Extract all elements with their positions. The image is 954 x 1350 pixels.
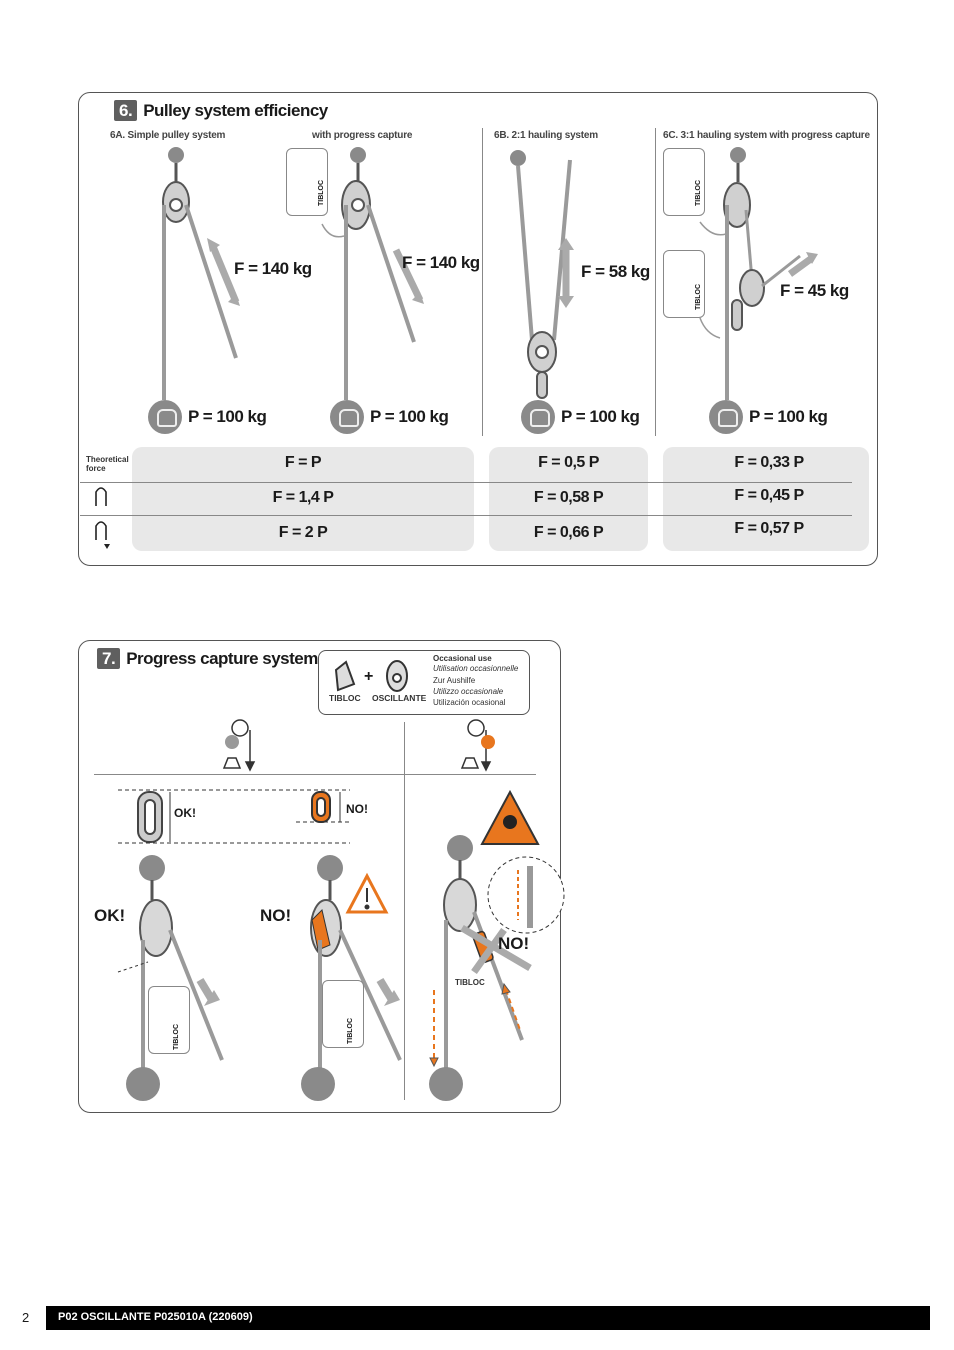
load-6a-text: P = 100 kg	[188, 407, 267, 426]
section-7-number: 7.	[97, 648, 121, 669]
pulley-6b	[510, 150, 574, 399]
oscillante-icon	[386, 660, 408, 692]
rope-friction-icon	[95, 487, 110, 549]
pulley-6c	[699, 147, 818, 400]
table-c-row1: F = 0,33 P	[734, 454, 804, 471]
subtitle-6a-progress: with progress capture	[312, 130, 413, 141]
danger-skull-icon	[480, 789, 540, 845]
legend-line-2: Utilisation occasionnelle	[433, 664, 519, 673]
table-c-row3: F = 0,57 P	[734, 520, 804, 537]
tibloc-card-6c-bottom	[663, 250, 705, 318]
load-6c-text: P = 100 kg	[749, 407, 828, 426]
no-label: NO!	[260, 906, 292, 925]
legend-tibloc: TIBLOC	[329, 693, 361, 703]
legend-line-3: Zur Aushilfe	[433, 676, 476, 685]
section-6-heading: Pulley system efficiency	[143, 100, 328, 120]
table-a-row1: F = P	[284, 454, 322, 471]
tibloc-card-6c-top	[663, 148, 705, 216]
table-col-b-bg	[489, 447, 648, 551]
tibloc-label-ok: TIBLOC	[173, 1023, 180, 1050]
force-6a-progress: F = 140 kg	[402, 253, 480, 272]
divider-6a-6b	[482, 128, 483, 436]
table-divider-1	[80, 482, 852, 483]
table-c-row2: F = 0,45 P	[734, 487, 804, 504]
rope-icons	[95, 487, 110, 549]
ok-pulley	[117, 855, 224, 1070]
table-col-a-bg	[132, 447, 474, 551]
tibloc-card-ok	[148, 986, 190, 1054]
load-weight-icon	[521, 400, 555, 434]
no-small-label: NO!	[346, 802, 368, 816]
pulley-6a-progress	[321, 147, 424, 400]
ok-small-label: OK!	[174, 806, 196, 820]
force-6a: F = 140 kg	[234, 259, 312, 278]
page-number: 2	[22, 1310, 30, 1325]
load-6b: P = 100 kg	[521, 400, 640, 434]
section-7-heading: Progress capture systems	[126, 648, 327, 668]
force-6b: F = 58 kg	[581, 262, 650, 281]
load-6a-progress: P = 100 kg	[330, 400, 449, 434]
subtitle-6a: 6A. Simple pulley system	[110, 130, 226, 141]
table-a-row3: F = 2 P	[278, 524, 328, 541]
pulley-6a	[162, 147, 240, 400]
load-6b-text: P = 100 kg	[561, 407, 640, 426]
legend-line-1: Occasional use	[433, 654, 492, 663]
pulley-illustrations	[162, 147, 818, 400]
force-6c: F = 45 kg	[780, 281, 849, 300]
tibloc-card-no	[322, 980, 364, 1048]
load-weight-icon	[709, 400, 743, 434]
tibloc-label-no: TIBLOC	[347, 1017, 354, 1044]
warning-icon	[345, 872, 389, 914]
table-b-row1: F = 0,5 P	[538, 454, 599, 471]
carabiner-no	[311, 791, 331, 823]
table-row-label: Theoretical force	[86, 455, 129, 473]
section-6-number: 6.	[114, 100, 138, 121]
table-col-c-bg	[663, 447, 869, 551]
legend-line-5: Utilización ocasional	[433, 698, 506, 707]
footer-bar	[46, 1306, 930, 1330]
table-b-row2: F = 0,58 P	[533, 489, 604, 506]
load-6a: P = 100 kg	[148, 400, 267, 434]
carabiner-ok	[137, 791, 163, 843]
subtitle-6b: 6B. 2:1 hauling system	[494, 130, 598, 141]
subtitle-6c: 6C. 3:1 hauling system with progress cap…	[663, 130, 870, 141]
table-divider-2	[80, 515, 852, 516]
pulley-orange-icon	[460, 719, 495, 772]
pulley-grey-icon	[222, 719, 256, 772]
tibloc-icon	[334, 660, 356, 692]
table-a-row2: F = 1,4 P	[272, 489, 334, 506]
legend-line-4: Utilizzo occasionale	[433, 687, 504, 696]
load-weight-icon	[148, 400, 182, 434]
footer-doc-ref: P02 OSCILLANTE P025010A (220609)	[58, 1311, 253, 1323]
legend-box	[318, 650, 530, 715]
section-7-title: 7. Progress capture systems	[97, 648, 327, 669]
load-6a-progress-text: P = 100 kg	[370, 407, 449, 426]
no-pulley	[310, 855, 402, 1070]
table-b-row3: F = 0,66 P	[533, 524, 604, 541]
tibloc-card-6a	[286, 148, 328, 216]
load-weight-icon	[330, 400, 364, 434]
section-6-title: 6. Pulley system efficiency	[114, 100, 328, 121]
legend-oscillante: OSCILLANTE	[372, 693, 427, 703]
no-right-label: NO!	[498, 934, 530, 953]
load-6c: P = 100 kg	[709, 400, 828, 434]
ok-label: OK!	[94, 906, 126, 925]
tibloc-label-right: TIBLOC	[455, 978, 485, 987]
divider-6b-6c	[655, 128, 656, 436]
bottom-loads	[126, 1067, 463, 1101]
section-7-divider	[404, 722, 405, 1100]
legend-plus: +	[364, 668, 374, 685]
section-7-header-line	[94, 774, 536, 775]
right-pulley	[429, 835, 565, 1070]
